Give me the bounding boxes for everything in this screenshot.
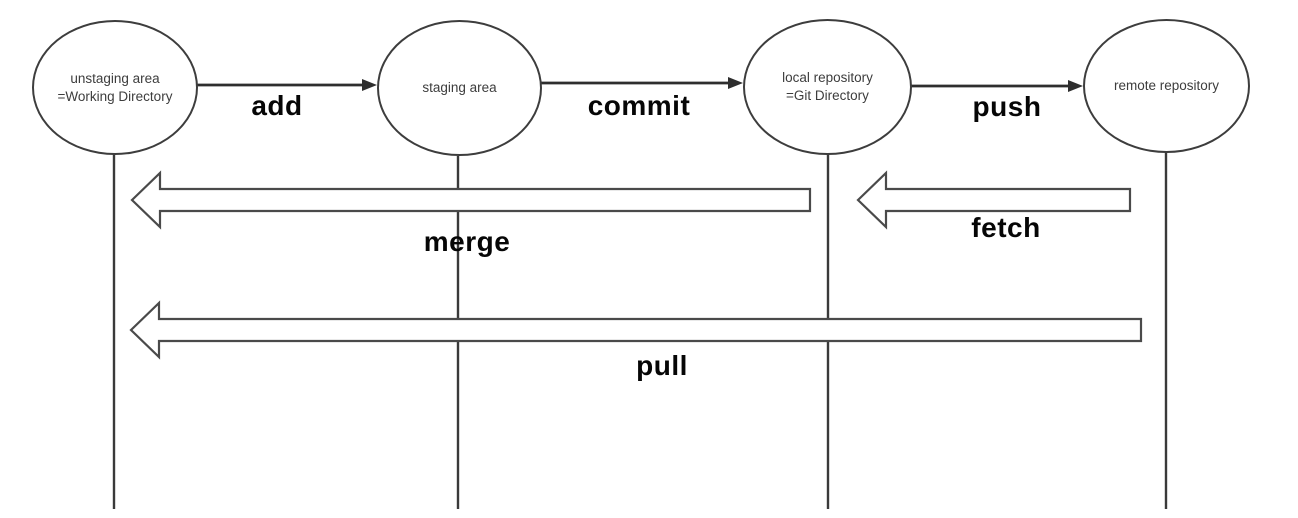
node-local-repository-label: local repository =Git Directory (782, 70, 873, 103)
pull-arrow (129, 300, 1143, 360)
merge-arrow (130, 170, 812, 230)
commit-arrowhead-icon (728, 77, 743, 89)
arrow-label-pull: pull (636, 350, 688, 381)
node-staging-area-label: staging area (422, 80, 497, 95)
add-arrowhead-icon (362, 79, 377, 91)
arrow-label-commit: commit (587, 90, 691, 121)
node-working-directory: unstaging area =Working Directory (32, 20, 198, 155)
arrow-label-add: add (251, 90, 303, 121)
node-staging-area: staging area (377, 20, 542, 156)
fetch-arrow (856, 170, 1132, 230)
push-arrowhead-icon (1068, 80, 1083, 92)
node-remote-repository-label: remote repository (1113, 78, 1220, 93)
node-local-repository: local repository =Git Directory (743, 19, 912, 155)
arrow-label-push: push (972, 91, 1042, 122)
arrow-label-merge: merge (423, 226, 511, 257)
arrow-label-fetch: fetch (971, 212, 1041, 243)
node-working-directory-label: unstaging area =Working Directory (57, 70, 173, 104)
node-remote-repository: remote repository (1083, 19, 1250, 153)
